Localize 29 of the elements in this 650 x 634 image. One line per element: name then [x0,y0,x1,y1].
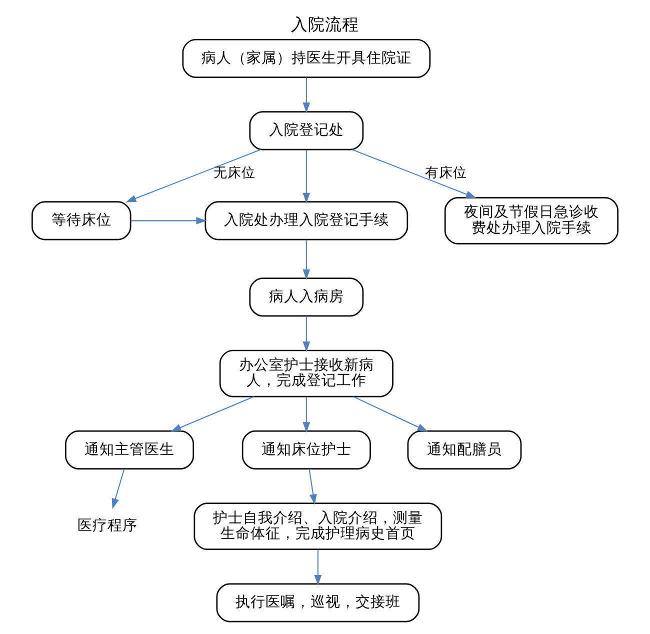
edge-label: 有床位 [425,165,468,182]
arrow [170,396,254,432]
node-text: 医疗程序 [78,517,138,534]
node-box: 入院处办理入院登记手续 [204,201,408,240]
arrow [353,396,428,432]
node-box: 护士自我介绍、入院介绍，测量生命体征，完成护理病史首页 [194,502,442,550]
node-box: 通知主管医生 [65,430,194,470]
arrow [302,150,310,204]
arrow [302,316,310,352]
node-box: 等待床位 [32,201,132,240]
arrow [302,240,310,280]
arrow [308,468,317,505]
node-box: 执行医嘱，巡视，交接班 [216,583,420,622]
node-box: 病人（家属）持医生开具住院证 [182,38,431,78]
arrow [130,217,207,224]
arrow [352,149,476,198]
arrow [302,78,310,113]
diagram-title: 入院流程 [291,14,359,34]
arrow [302,396,310,433]
arrow [112,468,125,509]
node-box: 入院登记处 [249,111,364,150]
node-box: 病人入病房 [249,278,364,317]
node-box: 夜间及节假日急诊收费处办理入院手续 [444,197,618,244]
node-box: 办公室护士接收新病人，完成登记工作 [219,350,394,398]
arrow [314,550,322,586]
edge-label: 无床位 [214,165,256,182]
node-box: 通知床位护士 [242,430,371,470]
node-box: 通知配膳员 [407,430,522,470]
arrow [126,149,261,202]
